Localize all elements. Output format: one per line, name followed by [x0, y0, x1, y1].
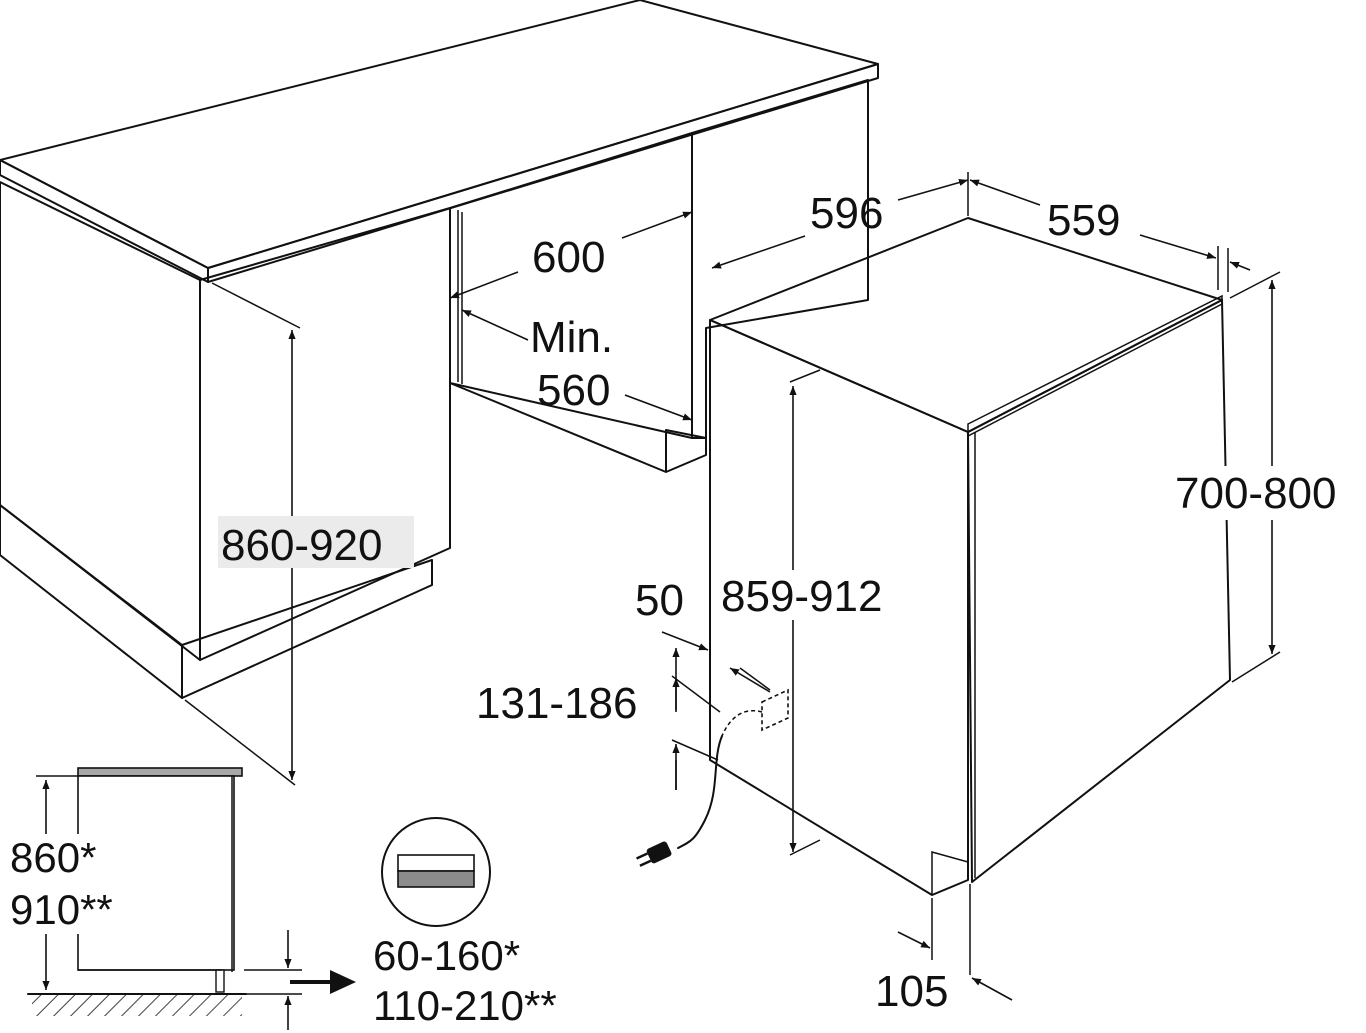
left-cabinet-front [199, 207, 451, 661]
side-view-plinth [215, 969, 225, 993]
door-edge [967, 294, 1223, 438]
appliance-width-label: 596 [810, 189, 883, 238]
right-cabinet-side [691, 79, 869, 439]
connection-offset-label: 50 [635, 576, 684, 625]
niche-width-label: 600 [532, 233, 605, 282]
dishwasher-top [709, 217, 1223, 433]
niche-floor-line [449, 382, 707, 473]
side-view-floor-hatch [32, 994, 242, 1016]
left-cabinet-plinth [0, 504, 183, 699]
door-height-label: 700-800 [1175, 469, 1336, 518]
water-connection-icon [761, 688, 789, 732]
kitchen-cabinet [0, 0, 879, 699]
connection-assembly [636, 688, 789, 867]
niche-depth-value: 560 [537, 366, 610, 415]
door-offset-label: 105 [875, 967, 948, 1016]
dishwasher [709, 217, 1231, 896]
niche-depth-min-label: Min. [530, 313, 613, 362]
left-cabinet-side [0, 181, 201, 661]
worktop-plinth-icon [381, 817, 491, 927]
appliance-height-label: 859-912 [721, 572, 882, 621]
power-plug-icon [636, 841, 672, 867]
side-view-worktop [77, 767, 243, 777]
side-view: 860* 910** 60-160* 110-210** [6, 767, 557, 1030]
plinth-height-line-1: 60-160* [373, 932, 520, 979]
dishwasher-dimensions: 596 559 700-800 859-912 50 [476, 172, 1366, 1016]
left-cabinet-plinth-front [181, 559, 433, 699]
plinth-height-line-2: 110-210** [373, 982, 557, 1029]
side-height-line-1: 860* [10, 834, 96, 881]
worktop-side-edge [0, 159, 209, 283]
appliance-depth-label: 559 [1047, 196, 1120, 245]
side-height-line-2: 910** [10, 886, 113, 933]
dishwasher-door [967, 299, 1231, 883]
connection-height-label: 131-186 [476, 679, 637, 728]
niche-height-label: 860-920 [221, 521, 382, 570]
niche-dimensions: 600 Min. 560 860-920 [184, 211, 693, 786]
